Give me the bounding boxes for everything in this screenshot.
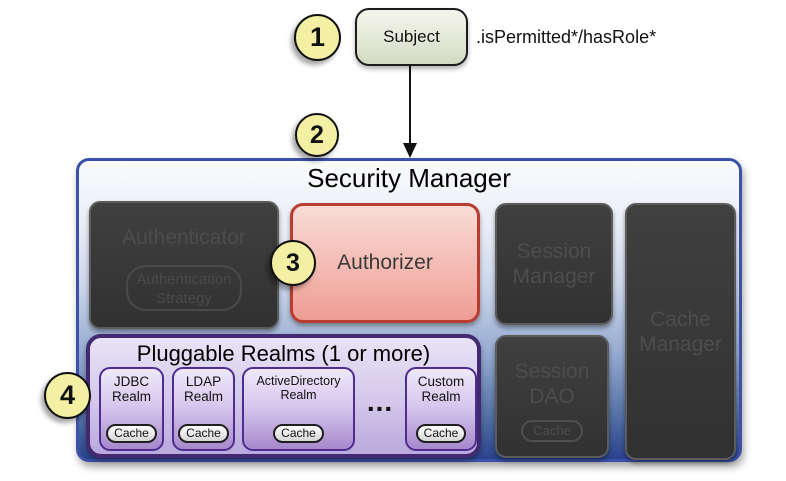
activedirectory-realm-box: ActiveDirectory Realm Cache [242,367,355,451]
ldap-realm-cache-pill: Cache [178,424,229,443]
jdbc-realm-box: JDBC Realm Cache [99,367,164,451]
cache-manager-box: Cache Manager [625,203,736,460]
subject-to-security-manager-arrow-icon [403,66,417,158]
security-manager-box: Security Manager Authenticator Authentic… [76,158,742,462]
step-3-badge: 3 [270,240,316,286]
more-realms-ellipsis: ... [366,386,394,417]
jdbc-realm-cache-pill: Cache [106,424,157,443]
session-manager-box: Session Manager [495,203,613,325]
activedirectory-realm-cache-pill: Cache [273,424,324,443]
session-dao-label: Session DAO [514,360,590,408]
step-1-badge: 1 [294,14,341,61]
ldap-realm-box: LDAP Realm Cache [172,367,235,451]
ldap-realm-label: LDAP Realm [183,374,223,404]
step-2-badge: 2 [295,113,339,157]
authentication-strategy-box: Authentication Strategy [126,265,242,311]
authenticator-box: Authenticator Authentication Strategy [89,201,279,329]
session-manager-label: Session Manager [512,240,596,288]
pluggable-realms-box: Pluggable Realms (1 or more) JDBC Realm … [86,334,481,458]
authenticator-label: Authenticator [122,226,246,249]
subject-box: Subject [355,8,468,66]
custom-realm-label: Custom Realm [417,374,465,404]
activedirectory-realm-label: ActiveDirectory Realm [256,374,341,402]
session-dao-box: Session DAO Cache [495,335,609,458]
pluggable-realms-title: Pluggable Realms (1 or more) [136,341,431,366]
step-4-badge: 4 [44,372,91,419]
custom-realm-cache-pill: Cache [415,424,467,443]
custom-realm-box: Custom Realm Cache [405,367,477,451]
jdbc-realm-label: JDBC Realm [111,374,151,404]
session-dao-cache-pill: Cache [521,420,583,442]
authorizer-box: Authorizer [290,203,480,323]
subject-method-label: .isPermitted*/hasRole* [476,27,657,47]
cache-manager-label: Cache Manager [639,307,722,356]
security-manager-title: Security Manager [307,163,511,193]
